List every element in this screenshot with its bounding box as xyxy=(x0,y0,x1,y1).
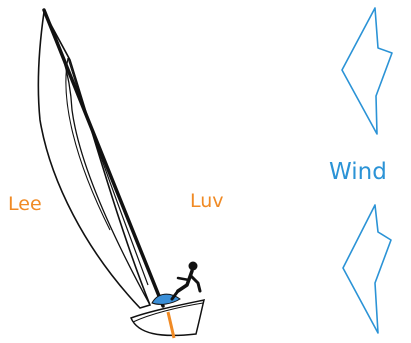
lee-label: Lee xyxy=(8,195,42,214)
luv-label: Luv xyxy=(190,192,224,211)
wind-arrow-icon xyxy=(343,205,391,333)
sail-icon xyxy=(38,12,150,308)
wind-label: Wind xyxy=(329,161,387,184)
wind-arrow-icon xyxy=(342,8,392,134)
sailor-icon xyxy=(172,262,200,300)
